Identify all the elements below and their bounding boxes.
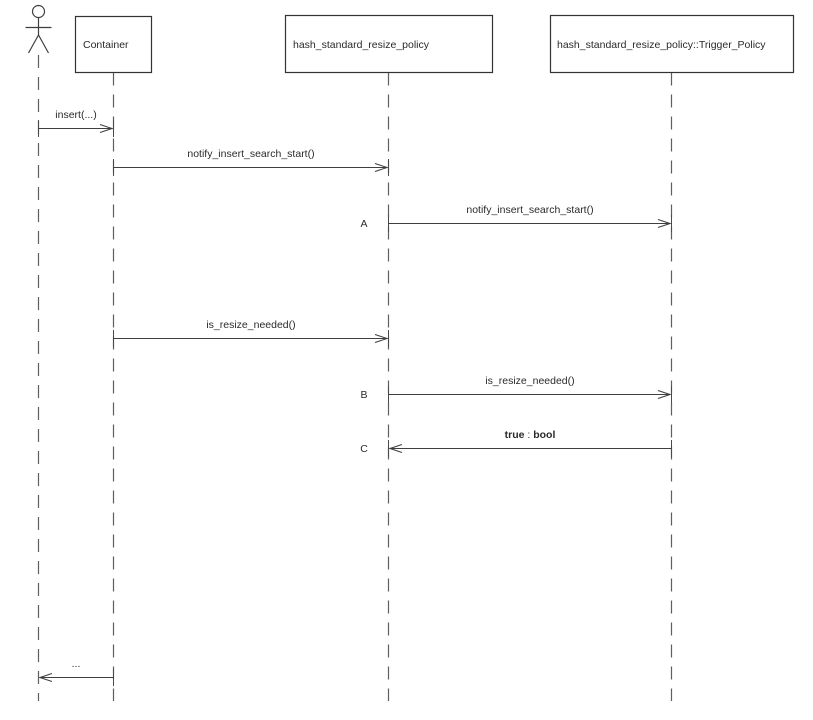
message-insert: insert(...) (38, 109, 114, 137)
message-return-true-bool: C true : bool (360, 429, 672, 457)
message-is-resize-needed-1: is_resize_needed() (113, 319, 389, 347)
message-label: ... (72, 658, 81, 670)
message-notify-insert-search-start-2: A notify_insert_search_start() (360, 204, 672, 232)
actor-head (31, 4, 46, 19)
message-label-value: true (505, 429, 525, 441)
message-label: is_resize_needed() (206, 319, 295, 331)
actor-leg-right (37, 34, 50, 54)
message-label: is_resize_needed() (485, 375, 574, 387)
participant-trigger-policy: hash_standard_resize_policy::Trigger_Pol… (549, 14, 795, 74)
actor-icon (25, 4, 52, 54)
participant-container-label: Container (83, 39, 129, 51)
sequence-label-c: C (360, 443, 368, 455)
actor-leg-left (27, 34, 40, 54)
participant-hash-standard-resize-policy-label: hash_standard_resize_policy (293, 39, 430, 51)
message-label-type: bool (533, 429, 555, 441)
participant-hash-standard-resize-policy: hash_standard_resize_policy (284, 14, 494, 74)
message-label-separator: : (524, 429, 533, 441)
sequence-label-a: A (360, 218, 367, 230)
participant-trigger-policy-label: hash_standard_resize_policy::Trigger_Pol… (557, 39, 766, 51)
message-label: insert(...) (55, 109, 96, 121)
sequence-label-b: B (360, 389, 367, 401)
message-label: true : bool (505, 429, 556, 441)
participant-hash-standard-resize-policy-box (284, 14, 494, 74)
participant-container-box (74, 15, 153, 74)
message-notify-insert-search-start-1: notify_insert_search_start() (113, 148, 389, 176)
participant-trigger-policy-box (549, 14, 795, 74)
participant-container: Container (74, 15, 153, 74)
message-label: notify_insert_search_start() (466, 204, 593, 216)
message-is-resize-needed-2: B is_resize_needed() (360, 375, 672, 403)
message-label: notify_insert_search_start() (187, 148, 314, 160)
message-return-ellipsis: ... (40, 658, 114, 686)
